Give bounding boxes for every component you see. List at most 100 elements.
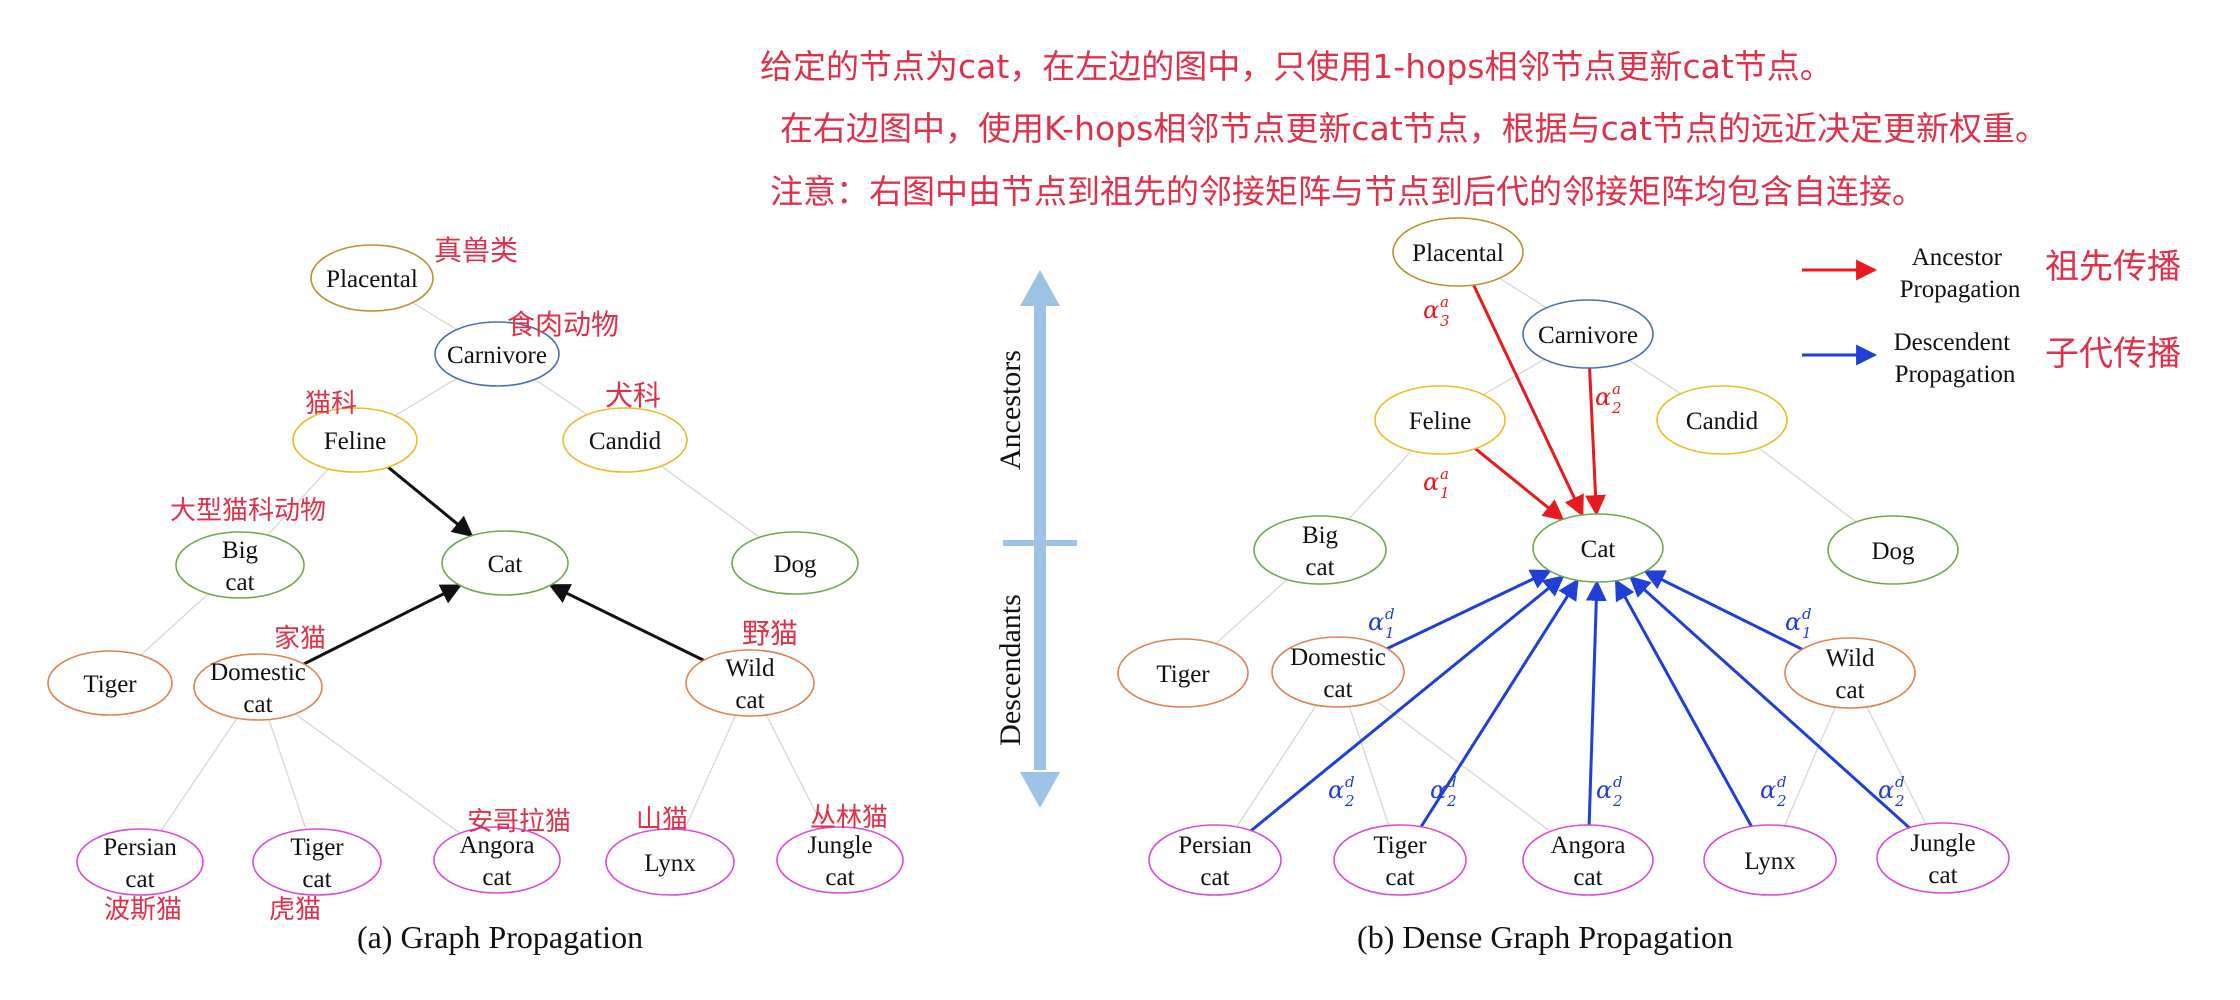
weight-superscript: d — [1802, 605, 1812, 623]
node-ellipse — [1827, 515, 1959, 585]
node-ellipse — [1703, 824, 1837, 896]
weight-symbol: α — [1596, 776, 1612, 804]
note-placental: 真兽类 — [434, 234, 518, 267]
weight-superscript: d — [1613, 773, 1623, 791]
node-label-line: Lynx — [644, 850, 696, 877]
weight-subscript: 2 — [1611, 399, 1622, 417]
node-label-line: Wild — [726, 655, 775, 682]
ancestor-arrow-placental — [1472, 284, 1584, 517]
left-node-cat: Cat — [441, 530, 569, 596]
legend-descendant-line-2: Propagation — [1895, 361, 2016, 388]
descendant-arrow-wild-cat — [1643, 570, 1803, 651]
node-label: Placental — [326, 266, 418, 293]
descendant-arrow-lynx — [1614, 578, 1753, 828]
weight-subscript: 1 — [1385, 624, 1395, 642]
right-propagation-arrows — [1250, 284, 1911, 832]
note-big-cat: 大型猫科动物 — [170, 496, 326, 526]
note-feline: 猫科 — [305, 389, 357, 419]
node-label: Wild cat — [726, 655, 775, 714]
node-label-line: Angora — [1551, 832, 1626, 859]
node-label-line: cat — [1323, 676, 1352, 703]
annotation-line-2: 在右边图中，使用K-hops相邻节点更新cat节点，根据与cat节点的远近决定更… — [780, 109, 2048, 148]
legend-ancestor-note: 祖先传播 — [2045, 247, 2181, 287]
node-label-line: Placental — [326, 266, 418, 293]
node-ellipse — [252, 828, 382, 896]
weight-superscript: d — [1385, 605, 1395, 623]
node-label: Lynx — [1744, 848, 1796, 875]
left-caption: (a) Graph Propagation — [357, 919, 643, 955]
right-node-tiger: Tiger — [1117, 638, 1249, 708]
node-label-line: Feline — [324, 428, 387, 455]
descendant-arrow-angora-cat — [1585, 579, 1607, 826]
ancestor-arrow-carnivore — [1585, 367, 1607, 517]
arrow-feline-to-cat — [387, 465, 474, 538]
node-label: Dog — [773, 551, 817, 578]
node-ellipse — [1117, 638, 1249, 708]
weight-symbol: α — [1595, 383, 1611, 411]
node-label: Dog — [1871, 538, 1915, 565]
legend-descendant-note: 子代传播 — [2045, 334, 2181, 374]
node-label-line: cat — [225, 569, 254, 596]
weight-symbol: α — [1423, 468, 1439, 496]
node-label: Candid — [589, 428, 662, 455]
node-label-line: cat — [125, 866, 154, 893]
node-label: Placental — [1412, 240, 1504, 267]
node-label-line: cat — [735, 687, 764, 714]
node-ellipse — [1271, 636, 1405, 708]
node-label-line: Tiger — [1156, 661, 1210, 688]
node-ellipse — [1522, 824, 1654, 896]
weight-symbol: α — [1878, 776, 1894, 804]
node-label: Candid — [1686, 408, 1759, 435]
node-label-line: Angora — [460, 832, 535, 859]
node-ellipse — [76, 828, 204, 896]
ancestors-label: Ancestors — [994, 350, 1027, 470]
node-ellipse — [776, 826, 904, 894]
node-label-line: Wild — [1826, 645, 1875, 672]
node-ellipse — [1522, 299, 1654, 369]
descendant-arrow-domestic-cat — [1386, 569, 1552, 650]
edge-domestic_cat-angora_cat — [1337, 671, 1589, 861]
node-label-line: Cat — [488, 551, 523, 578]
node-label-line: Dog — [773, 551, 817, 578]
descendant-arrow-tiger-cat — [1419, 578, 1579, 828]
node-ellipse — [562, 407, 688, 473]
node-label: Lynx — [644, 850, 696, 877]
node-label-line: Big — [1302, 522, 1339, 549]
node-label-line: cat — [1928, 862, 1957, 889]
weight-subscript: 2 — [1446, 792, 1457, 810]
node-label-line: Tiger — [1373, 832, 1427, 859]
descendants-label: Descendants — [994, 594, 1027, 746]
node-label-line: Placental — [1412, 240, 1504, 267]
node-ellipse — [1392, 217, 1524, 287]
weight-symbol: α — [1423, 296, 1439, 324]
legend-descendant-label: Descendent Propagation — [1894, 329, 2017, 388]
left-node-lynx: Lynx — [605, 828, 735, 896]
weight-symbol: α — [1328, 776, 1344, 804]
weight-superscript: a — [1440, 293, 1449, 311]
note-candid: 犬科 — [605, 379, 661, 412]
note-domestic-cat: 家猫 — [274, 624, 326, 654]
node-label-line: Tiger — [83, 671, 137, 698]
left-propagation-arrows — [303, 465, 705, 666]
annotation-line-3: 注意：右图中由节点到祖先的邻接矩阵与节点到后代的邻接矩阵均包含自连接。 — [770, 172, 1925, 211]
node-label: Cat — [488, 551, 523, 578]
node-ellipse — [1333, 824, 1467, 896]
right-node-dog: Dog — [1827, 515, 1959, 585]
node-label-line: cat — [1835, 677, 1864, 704]
